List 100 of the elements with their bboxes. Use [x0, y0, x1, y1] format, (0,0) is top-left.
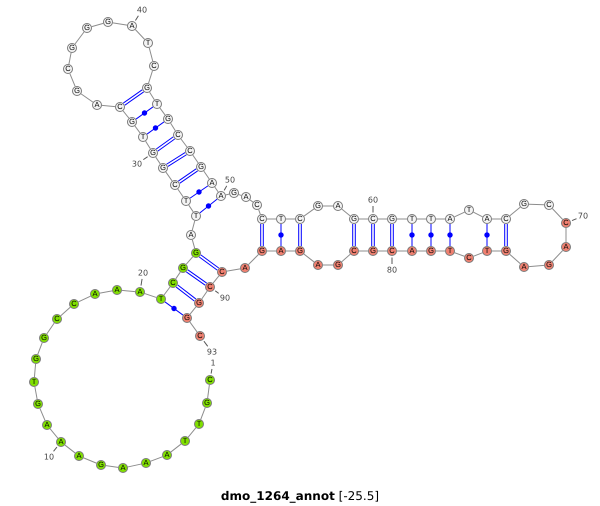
backbone-line: [341, 254, 351, 262]
backbone-line: [192, 154, 199, 164]
backbone-line: [201, 290, 208, 300]
backbone-line: [528, 264, 545, 268]
backbone-line: [396, 250, 408, 252]
diagram-title: dmo_1264_annot [-25.5]: [220, 488, 380, 504]
leader-line: [142, 156, 148, 160]
backbone-line: [83, 457, 97, 464]
backbone-line: [358, 218, 368, 220]
backbone-line: [473, 252, 483, 257]
base-pair-line: [504, 224, 508, 246]
backbone-line: [188, 427, 196, 438]
backbone-line: [416, 218, 426, 220]
base-pair-line: [352, 224, 356, 246]
backbone-line: [101, 104, 116, 108]
backbone-line: [134, 126, 141, 134]
backbone-line: [472, 212, 484, 218]
base-pair-line: [166, 152, 187, 167]
backbone-line: [74, 32, 84, 44]
leader-line: [210, 368, 212, 374]
backbone-line: [150, 456, 163, 462]
backbone-line: [528, 204, 544, 206]
backbone-line: [225, 194, 230, 196]
position-number: 1: [210, 358, 216, 368]
backbone-line: [34, 386, 38, 400]
backbone-line: [192, 220, 196, 231]
position-number: 40: [136, 6, 148, 14]
backbone-line: [266, 218, 276, 220]
base-pair-line: [260, 224, 264, 246]
backbone-line: [112, 22, 128, 26]
backbone-line: [188, 204, 194, 212]
backbone-line: [127, 464, 142, 468]
backbone-line: [304, 208, 314, 217]
backbone-line: [189, 322, 198, 332]
backbone-line: [436, 218, 446, 220]
backbone-line: [212, 275, 220, 284]
backbone-line: [159, 108, 166, 116]
base-pair-line: [156, 136, 176, 152]
backbone-line: [248, 254, 259, 265]
position-number: 50: [224, 176, 236, 184]
backbone-line: [358, 250, 368, 252]
backbone-line: [203, 170, 210, 180]
backbone-line: [552, 208, 564, 220]
backbone-line: [436, 250, 446, 252]
backbone-line: [69, 73, 76, 87]
base-pair-line: [371, 224, 375, 246]
backbone-line: [122, 110, 130, 119]
leader-line: [372, 206, 374, 213]
leader-line: [134, 15, 139, 21]
backbone-line: [177, 188, 184, 198]
backbone-line: [149, 92, 155, 100]
backbone-line: [121, 290, 136, 292]
backbone-line: [322, 264, 334, 266]
backbone-line: [552, 250, 564, 262]
backbone-line: [258, 209, 261, 215]
backbone-line: [214, 186, 219, 192]
backbone-line: [396, 218, 408, 220]
backbone-line: [378, 218, 388, 220]
backbone-line: [492, 250, 502, 252]
backbone-line: [200, 407, 206, 420]
base-pair-line: [186, 269, 208, 286]
position-number: 80: [386, 266, 398, 274]
backbone-line: [148, 47, 154, 62]
base-pair-line: [176, 284, 196, 302]
backbone-line: [207, 384, 210, 399]
backbone-line: [492, 218, 502, 220]
backbone-line: [192, 239, 196, 249]
leader-line: [214, 290, 220, 294]
backbone-line: [170, 122, 176, 132]
backbone-line: [226, 268, 241, 272]
position-number: 20: [138, 268, 148, 278]
backbone-line: [180, 138, 188, 148]
backbone-line: [454, 252, 465, 257]
backbone-line: [145, 140, 151, 150]
backbone-line: [378, 250, 388, 252]
leader-line: [53, 446, 58, 452]
backbone-line: [170, 444, 182, 452]
base-pair-line: [298, 224, 302, 246]
backbone-line: [509, 206, 521, 216]
position-number: 90: [220, 294, 230, 302]
backbone-line: [39, 408, 46, 421]
backbone-line: [105, 465, 119, 468]
backbone-line: [165, 172, 173, 182]
position-number: 60: [368, 196, 378, 204]
backbone-line: [68, 52, 72, 65]
base-pair-line: [178, 168, 198, 184]
position-number: 70: [578, 212, 588, 220]
backbone-line: [148, 70, 153, 84]
backbone-line: [155, 156, 161, 164]
backbone-line: [286, 218, 296, 220]
backbone-line: [454, 212, 465, 218]
base-pair-line: [390, 224, 394, 246]
backbone-line: [175, 272, 181, 280]
leader-line: [203, 340, 208, 347]
leader-line: [224, 185, 228, 191]
position-number: 30: [132, 160, 142, 168]
leader-line: [572, 218, 578, 222]
backbone-line: [134, 29, 146, 40]
backbone-line: [416, 250, 426, 252]
backbone-line: [91, 22, 104, 28]
